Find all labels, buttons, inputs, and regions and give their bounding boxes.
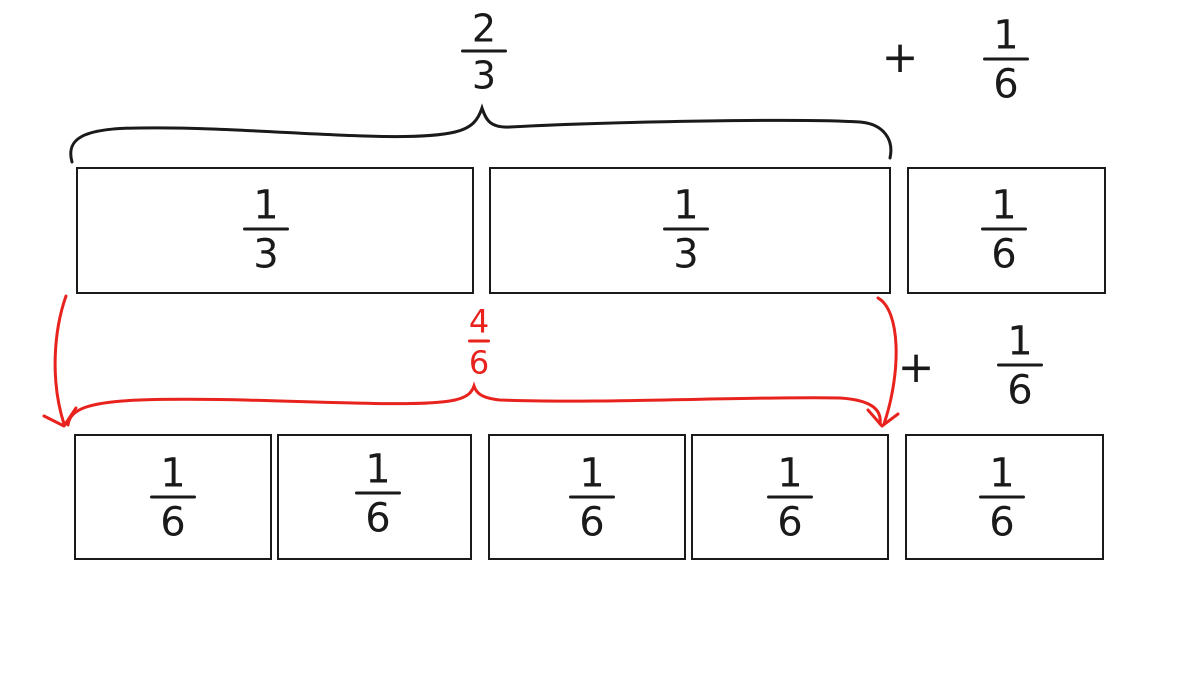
top-plus-fraction: 1 6 xyxy=(983,16,1029,105)
fraction-bar xyxy=(979,495,1025,499)
fraction-bar xyxy=(983,57,1029,61)
top-fraction-denominator: 3 xyxy=(471,53,497,98)
right-arrowhead xyxy=(866,408,900,428)
top-plus-numerator: 1 xyxy=(993,12,1019,59)
row1-box-2 xyxy=(489,167,891,294)
fraction-bar xyxy=(767,495,813,499)
middle-fraction-denominator: 6 xyxy=(468,343,490,382)
fraction-bar xyxy=(997,363,1043,367)
row2-denominator: 6 xyxy=(579,499,605,546)
fraction-bar xyxy=(150,495,196,499)
fraction-bar xyxy=(461,49,507,53)
row2-fraction-1: 1 6 xyxy=(150,454,196,543)
row1-denominator: 6 xyxy=(991,231,1017,278)
middle-plus-numerator: 1 xyxy=(1007,318,1033,365)
fraction-bar xyxy=(663,227,709,231)
top-brace xyxy=(69,103,893,164)
row2-fraction-5: 1 6 xyxy=(979,454,1025,543)
middle-plus-sign: + xyxy=(897,342,935,393)
row1-denominator: 3 xyxy=(673,231,699,278)
bottom-brace xyxy=(66,381,882,427)
row1-box-3 xyxy=(907,167,1106,294)
top-plus-sign: + xyxy=(881,32,919,83)
row2-denominator: 6 xyxy=(160,499,186,546)
fraction-bar xyxy=(468,339,490,343)
row2-denominator: 6 xyxy=(989,499,1015,546)
top-plus-denominator: 6 xyxy=(993,61,1019,108)
row2-numerator: 1 xyxy=(160,450,186,497)
fraction-bar xyxy=(243,227,289,231)
row1-fraction-1: 1 3 xyxy=(243,186,289,275)
top-fraction-numerator: 2 xyxy=(471,6,497,51)
fraction-bar xyxy=(569,495,615,499)
row2-numerator: 1 xyxy=(365,446,391,493)
row2-numerator: 1 xyxy=(989,450,1015,497)
row2-fraction-4: 1 6 xyxy=(767,454,813,543)
middle-fraction-label: 4 6 xyxy=(468,306,490,379)
middle-fraction-numerator: 4 xyxy=(468,302,490,341)
left-arrow xyxy=(53,294,68,426)
row1-numerator: 1 xyxy=(253,182,279,229)
row1-numerator: 1 xyxy=(991,182,1017,229)
row1-denominator: 3 xyxy=(253,231,279,278)
row2-numerator: 1 xyxy=(777,450,803,497)
row1-box-1 xyxy=(76,167,474,294)
row2-fraction-2: 1 6 xyxy=(355,450,401,539)
top-fraction-label: 2 3 xyxy=(461,10,507,95)
row2-denominator: 6 xyxy=(365,495,391,542)
row1-fraction-2: 1 3 xyxy=(663,186,709,275)
row1-fraction-3: 1 6 xyxy=(981,186,1027,275)
middle-plus-fraction: 1 6 xyxy=(997,322,1043,411)
right-arrow xyxy=(876,296,898,426)
left-arrowhead xyxy=(42,406,78,428)
fraction-bar xyxy=(355,491,401,495)
row2-denominator: 6 xyxy=(777,499,803,546)
row2-fraction-3: 1 6 xyxy=(569,454,615,543)
middle-plus-denominator: 6 xyxy=(1007,367,1033,414)
fraction-bar xyxy=(981,227,1027,231)
row2-box-2 xyxy=(277,434,472,560)
row1-numerator: 1 xyxy=(673,182,699,229)
row2-numerator: 1 xyxy=(579,450,605,497)
